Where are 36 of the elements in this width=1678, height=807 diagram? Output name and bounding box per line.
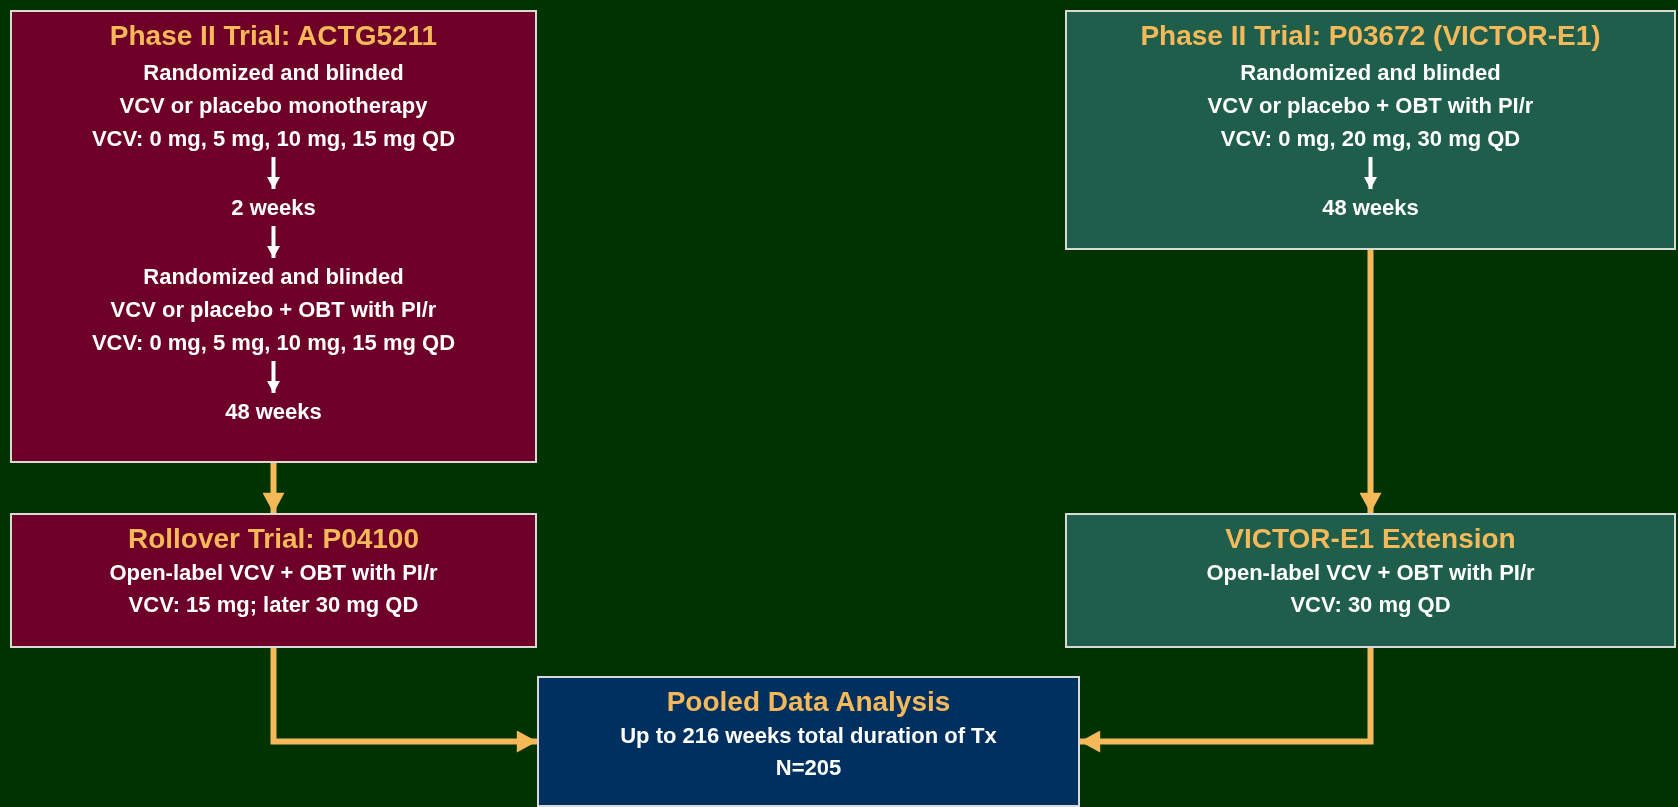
box-heading: Phase II Trial: P03672 (VICTOR-E1)	[1140, 19, 1601, 53]
text-line: VCV: 0 mg, 20 mg, 30 mg QD	[1220, 125, 1521, 153]
box-heading: Pooled Data Analysis	[666, 685, 951, 719]
text-line: Randomized and blinded	[1240, 59, 1501, 87]
text-line: Up to 216 weeks total duration of Tx	[620, 722, 997, 750]
text-line: VCV: 15 mg; later 30 mg QD	[128, 591, 419, 619]
arrow	[267, 157, 280, 189]
text-line: 48 weeks	[225, 398, 322, 426]
text-line: N=205	[775, 754, 842, 782]
text-line: VCV or placebo + OBT with PI/r	[1207, 92, 1534, 120]
box-heading: VICTOR-E1 Extension	[1225, 522, 1516, 556]
text-line: VCV or placebo + OBT with PI/r	[110, 296, 437, 324]
trial-box	[10, 513, 537, 648]
text-line: 48 weeks	[1322, 194, 1419, 222]
text-line: 2 weeks	[231, 194, 316, 222]
text-line: Open-label VCV + OBT with PI/r	[109, 559, 438, 587]
arrow	[267, 361, 280, 393]
trial-box	[1065, 513, 1676, 648]
arrow	[1080, 648, 1374, 753]
trial-box	[1065, 10, 1676, 250]
text-line: VCV: 30 mg QD	[1290, 591, 1451, 619]
trial-box	[537, 676, 1080, 807]
arrow	[1364, 157, 1377, 189]
box-heading: Rollover Trial: P04100	[127, 522, 419, 556]
arrow	[262, 463, 285, 513]
text-line: Open-label VCV + OBT with PI/r	[1206, 559, 1535, 587]
text-line: VCV: 0 mg, 5 mg, 10 mg, 15 mg QD	[91, 329, 456, 357]
arrow	[1359, 250, 1382, 513]
trial-box	[10, 10, 537, 463]
text-line: Randomized and blinded	[143, 59, 404, 87]
arrow	[270, 648, 537, 753]
text-line: Randomized and blinded	[143, 263, 404, 291]
text-line: VCV or placebo monotherapy	[119, 92, 428, 120]
box-heading: Phase II Trial: ACTG5211	[109, 19, 438, 53]
arrow	[267, 226, 280, 258]
text-line: VCV: 0 mg, 5 mg, 10 mg, 15 mg QD	[91, 125, 456, 153]
